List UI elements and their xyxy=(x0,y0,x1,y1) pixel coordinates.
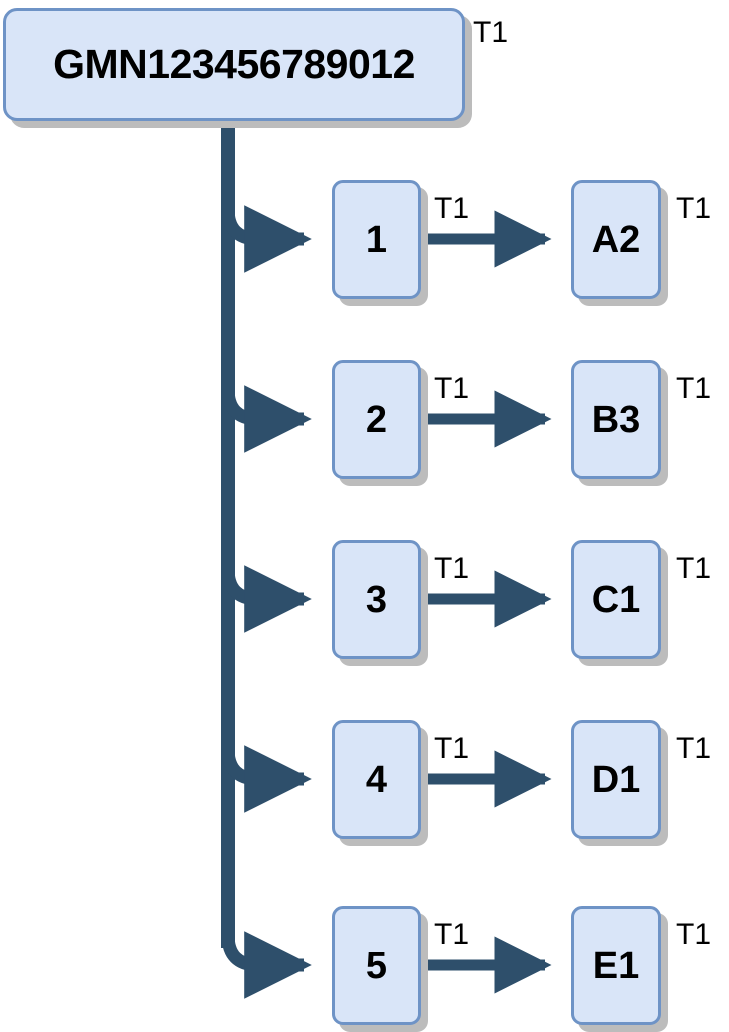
node-leaf-2-tag: T1 xyxy=(676,372,712,405)
node-mid-3[interactable]: 3 xyxy=(332,540,421,659)
node-leaf-4-label: D1 xyxy=(591,758,641,801)
node-mid-4-label: 4 xyxy=(365,758,388,801)
node-root[interactable]: GMN123456789012 xyxy=(3,8,465,121)
node-leaf-1[interactable]: A2 xyxy=(571,180,661,299)
node-mid-3-label: 3 xyxy=(365,578,388,621)
node-mid-2-label: 2 xyxy=(365,398,388,441)
node-mid-4[interactable]: 4 xyxy=(332,720,421,839)
node-mid-3-tag: T1 xyxy=(434,552,470,585)
node-leaf-3[interactable]: C1 xyxy=(571,540,661,659)
node-mid-5-tag: T1 xyxy=(434,918,470,951)
node-mid-5-label: 5 xyxy=(365,944,388,987)
node-mid-2-tag: T1 xyxy=(434,372,470,405)
node-leaf-5-label: E1 xyxy=(592,944,640,987)
branch-connector-3 xyxy=(221,565,312,633)
node-mid-1[interactable]: 1 xyxy=(332,180,421,299)
node-mid-1-tag: T1 xyxy=(434,192,470,225)
node-leaf-5-tag: T1 xyxy=(676,918,712,951)
node-mid-5[interactable]: 5 xyxy=(332,906,421,1025)
node-leaf-2[interactable]: B3 xyxy=(571,360,661,479)
node-leaf-3-label: C1 xyxy=(591,578,641,621)
node-leaf-2-label: B3 xyxy=(591,398,641,441)
node-mid-2[interactable]: 2 xyxy=(332,360,421,479)
node-leaf-1-tag: T1 xyxy=(676,192,712,225)
node-leaf-4-tag: T1 xyxy=(676,732,712,765)
node-leaf-4[interactable]: D1 xyxy=(571,720,661,839)
node-leaf-1-label: A2 xyxy=(591,218,641,261)
branch-connector-5 xyxy=(221,931,312,999)
node-root-tag: T1 xyxy=(473,16,509,49)
node-mid-4-tag: T1 xyxy=(434,732,470,765)
node-leaf-3-tag: T1 xyxy=(676,552,712,585)
branch-connector-1 xyxy=(221,205,312,273)
branch-connector-4 xyxy=(221,745,312,813)
node-root-label: GMN123456789012 xyxy=(53,41,415,87)
branch-connector-2 xyxy=(221,385,312,453)
node-leaf-5[interactable]: E1 xyxy=(571,906,661,1025)
node-mid-1-label: 1 xyxy=(365,218,388,261)
